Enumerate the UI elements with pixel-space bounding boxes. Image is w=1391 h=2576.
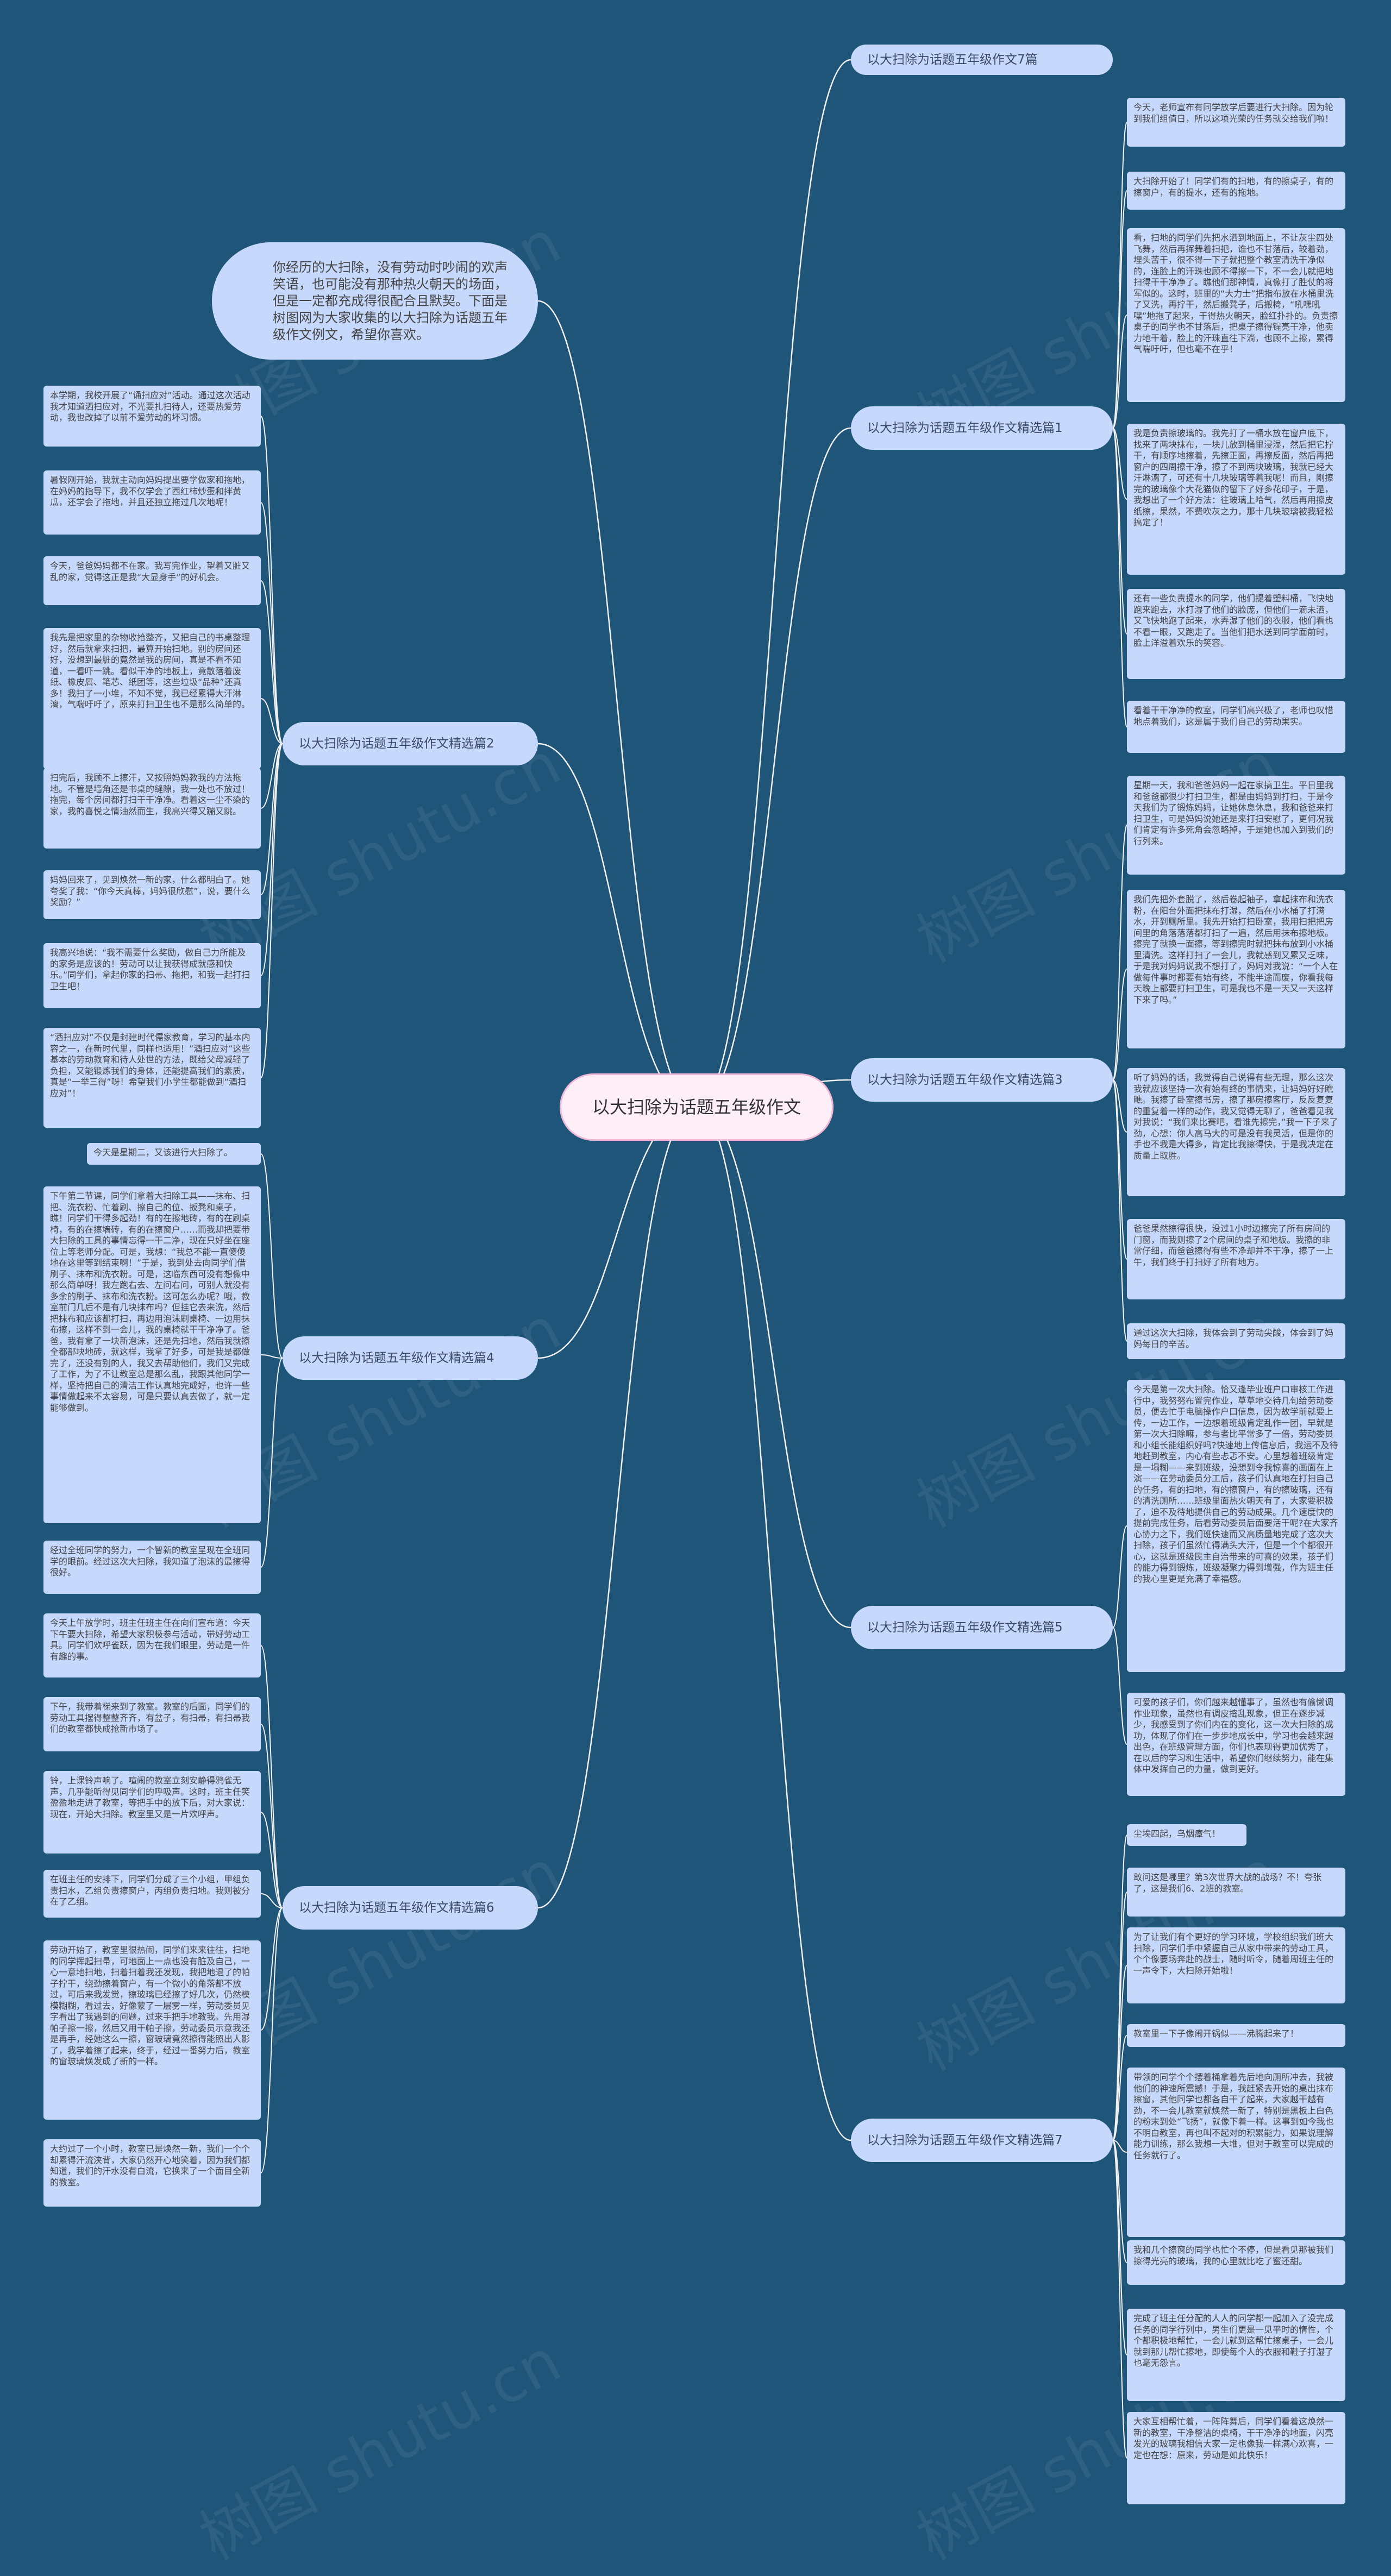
connector-line xyxy=(260,416,283,744)
connector-line xyxy=(1112,190,1127,429)
connector-line xyxy=(260,1724,283,1908)
connector-line xyxy=(1112,122,1127,429)
leaf-node: 看，扫地的同学们先把水洒到地面上，不让灰尘四处飞舞，然后再挥舞着扫把，谁也不甘落… xyxy=(1127,228,1345,402)
connector-line xyxy=(1112,315,1127,429)
leaf-node: 今天是第一次大扫除。恰又逢毕业班户口审核工作进行中，我努努布置完作业，草草地交待… xyxy=(1127,1380,1345,1672)
connector-line xyxy=(1112,969,1127,1080)
connector-line xyxy=(260,1645,283,1908)
branch-node-overview[interactable]: 以大扫除为话题五年级作文7篇 xyxy=(851,45,1113,75)
connector-line xyxy=(260,698,283,744)
connector-line xyxy=(1112,1892,1127,2141)
connector-line xyxy=(260,743,283,809)
connector-line xyxy=(1112,1965,1127,2141)
leaf-node: 本学期，我校开展了“诵扫应对”活动。通过这次活动我才知道洒扫应对，不光要扎扫待人… xyxy=(43,386,261,447)
branch-node-4[interactable]: 以大扫除为话题五年级作文精选篇4 xyxy=(283,1336,538,1380)
branch-node-5[interactable]: 以大扫除为话题五年级作文精选篇5 xyxy=(851,1606,1113,1649)
leaf-node: 我们先把外套脱了，然后卷起袖子，拿起抹布和洗衣粉，在阳台外面把抹布打湿，然后在小… xyxy=(1127,890,1345,1048)
connector-line xyxy=(537,743,697,1108)
leaf-node: 今天是星期二，又该进行大扫除了。 xyxy=(87,1143,261,1165)
leaf-node: 可爱的孩子们，你们越来越懂事了，虽然也有偷懒调作业现象，虽然也有调皮捣乱现象，但… xyxy=(1127,1693,1345,1796)
connector-line xyxy=(260,502,283,744)
connector-line xyxy=(1112,428,1127,500)
branch-node-6[interactable]: 以大扫除为话题五年级作文精选篇6 xyxy=(283,1886,538,1930)
connector-line xyxy=(260,1907,283,2031)
connector-line xyxy=(1112,2140,1127,2263)
leaf-node: 劳动开始了，教室里很热闹，同学们来来往往，扫地的同学挥起扫帚，可地面上一点也没有… xyxy=(43,1940,261,2120)
root-node[interactable]: 以大扫除为话题五年级作文 xyxy=(560,1073,834,1141)
leaf-node: 敢问这是哪里？第3次世界大战的战场？不！夸张了，这是我们6、2班的教室。 xyxy=(1127,1868,1345,1917)
leaf-node: 通过这次大扫除，我体会到了劳动尖酸，体会到了妈妈每日的辛苦。 xyxy=(1127,1323,1345,1359)
connector-line xyxy=(537,300,697,1108)
leaf-node: 今天，老师宣布有同学放学后要进行大扫除。因为轮到我们组值日，所以这项光荣的任务就… xyxy=(1127,98,1345,147)
connector-line xyxy=(1112,2035,1127,2141)
leaf-node: 铃，上课铃声响了。喧闹的教室立刻安静得鸦雀无声，几乎能听得见同学们的呼吸声。这时… xyxy=(43,1771,261,1854)
connector-line xyxy=(1112,1079,1127,1133)
connector-line xyxy=(1112,1627,1127,1745)
connector-line xyxy=(260,743,283,976)
leaf-node: 为了让我们有个更好的学习环境，学校组织我们班大扫除，同学们手中紧握自己从家中带来… xyxy=(1127,1927,1345,2003)
branch-node-1[interactable]: 以大扫除为话题五年级作文精选篇1 xyxy=(851,406,1113,450)
branch-node-3[interactable]: 以大扫除为话题五年级作文精选篇3 xyxy=(851,1058,1113,1102)
leaf-node: 下午第二节课，同学们拿着大扫除工具——抹布、扫把、洗衣粉、忙着刷、擦自己的位、扳… xyxy=(43,1186,261,1523)
connector-line xyxy=(696,1106,851,1629)
leaf-node: 大扫除开始了！同学们有的扫地，有的擦桌子，有的擦窗户，有的提水，还有的拖地。 xyxy=(1127,172,1345,210)
leaf-node: 完成了班主任分配的人人的同学都一起加入了没完成任务的同学行列中，男生们更是一见平… xyxy=(1127,2309,1345,2401)
connector-line xyxy=(537,1106,697,1909)
leaf-node: 扫完后，我顾不上擦汗，又按照妈妈教我的方法拖地。不管是墙角还是书桌的缝隙，我一处… xyxy=(43,768,261,849)
leaf-node: “酒扫应对”不仅是封建时代儒家教育，学习的基本内容之一，在新时代里，同样也适用！… xyxy=(43,1028,261,1128)
connector-line xyxy=(260,1907,283,2173)
branch-node-7[interactable]: 以大扫除为话题五年级作文精选篇7 xyxy=(851,2119,1113,2162)
connector-line xyxy=(260,1893,283,1908)
connector-line xyxy=(696,427,851,1108)
connector-line xyxy=(260,1358,283,1568)
connector-line xyxy=(1112,2140,1127,2153)
connector-line xyxy=(1112,428,1127,727)
leaf-node: 我先是把家里的杂物收拾整齐，又把自己的书桌整理好，然后就拿来扫把，最算开始扫地。… xyxy=(43,628,261,769)
connector-line xyxy=(537,1106,697,1359)
connector-line xyxy=(260,743,283,895)
connector-line xyxy=(1112,2140,1127,2459)
leaf-node: 带领的同学个个摆着桶拿着先后地向厕所冲去，我被他们的神速所震撼！于是，我赶紧去开… xyxy=(1127,2068,1345,2237)
leaf-node: 下午，我带着梯来到了教室。教室的后面，同学们的劳动工具摆得整整齐齐，有盆子，有扫… xyxy=(43,1697,261,1751)
leaf-node: 大家互相帮忙着，一阵阵舞后，同学们看着这焕然一新的教室，干净整洁的桌椅，干干净净… xyxy=(1127,2412,1345,2504)
leaf-node: 我是负责擦玻璃的。我先打了一桶水放在窗户底下，找来了两块抹布，一块儿放到桶里浸湿… xyxy=(1127,424,1345,575)
connector-line xyxy=(260,580,283,744)
leaf-node: 暑假刚开始，我就主动向妈妈提出要学做家和拖地，在妈妈的指导下，我不仅学会了西红柿… xyxy=(43,470,261,535)
leaf-node: 爸爸果然擦得很快，没过1小时边擦完了所有房间的门窗，而我则擦了2个房间的桌子和地… xyxy=(1127,1219,1345,1299)
leaf-node: 今天，爸爸妈妈都不在家。我写完作业，望着又脏又乱的家，觉得这正是我“大显身手”的… xyxy=(43,556,261,605)
leaf-node: 我高兴地说：“我不需要什么奖励，做自己力所能及的家务是应该的！劳动可以让我获得成… xyxy=(43,943,261,1008)
leaf-node: 经过全班同学的努力，一个智新的教室呈现在全班同学的眼前。经过这次大扫除，我知道了… xyxy=(43,1541,261,1594)
branch-node-2[interactable]: 以大扫除为话题五年级作文精选篇2 xyxy=(283,722,538,765)
leaf-node: 教室里一下子像闹开锅似——沸腾起来了！ xyxy=(1127,2024,1345,2047)
connector-line xyxy=(1112,1525,1127,1628)
connector-line xyxy=(260,1354,283,1359)
leaf-node: 还有一些负责提水的同学，他们提着塑料桶，飞快地跑来跑去，水打湿了他们的脸庞，但他… xyxy=(1127,589,1345,679)
connector-line xyxy=(696,59,851,1108)
leaf-node: 看着干干净净的教室，同学们高兴极了，老师也叹惜地点着我们，这是属于我们自己的劳动… xyxy=(1127,701,1345,753)
leaf-node: 星期一天，我和爸爸妈妈一起在家搞卫生。平日里我和爸爸都很少打扫卫生，都是由妈妈到… xyxy=(1127,776,1345,875)
connector-line xyxy=(260,1812,283,1908)
connector-line xyxy=(696,1106,851,2141)
leaf-node: 今天上午放学时，班主任班主任在向们宣布道：今天下午要大扫除，希望大家积极参与活动… xyxy=(43,1613,261,1677)
leaf-node: 听了妈妈的话，我觉得自己说得有些无理，那么这次我就应该坚持一次有始有终的事情来，… xyxy=(1127,1068,1345,1196)
connector-line xyxy=(1112,1079,1127,1342)
leaf-node: 尘埃四起，乌烟瘴气！ xyxy=(1127,1824,1246,1846)
leaf-node: 大约过了一个小时，教室已是焕然一新，我们一个个却累得汗流浃背，大家仍然开心地笑着… xyxy=(43,2139,261,2207)
leaf-node: 我和几个擦窗的同学也忙个不停，但是看见那被我们擦得光亮的玻璃，我的心里就比吃了蜜… xyxy=(1127,2240,1345,2285)
leaf-node: 在班主任的安排下，同学们分成了三个小组，甲组负责扫水，乙组负责擦窗户，丙组负责扫… xyxy=(43,1870,261,1918)
connector-line xyxy=(1112,825,1127,1080)
connector-line xyxy=(260,1153,283,1359)
connector-line xyxy=(260,743,283,1078)
leaf-node: 妈妈回来了，见到焕然一新的家，什么都明白了。她夸奖了我：“你今天真棒，妈妈很欣慰… xyxy=(43,870,261,919)
intro-node[interactable]: 你经历的大扫除，没有劳动时吵闹的欢声笑语，也可能没有那种热火朝天的场面，但是一定… xyxy=(212,242,538,360)
